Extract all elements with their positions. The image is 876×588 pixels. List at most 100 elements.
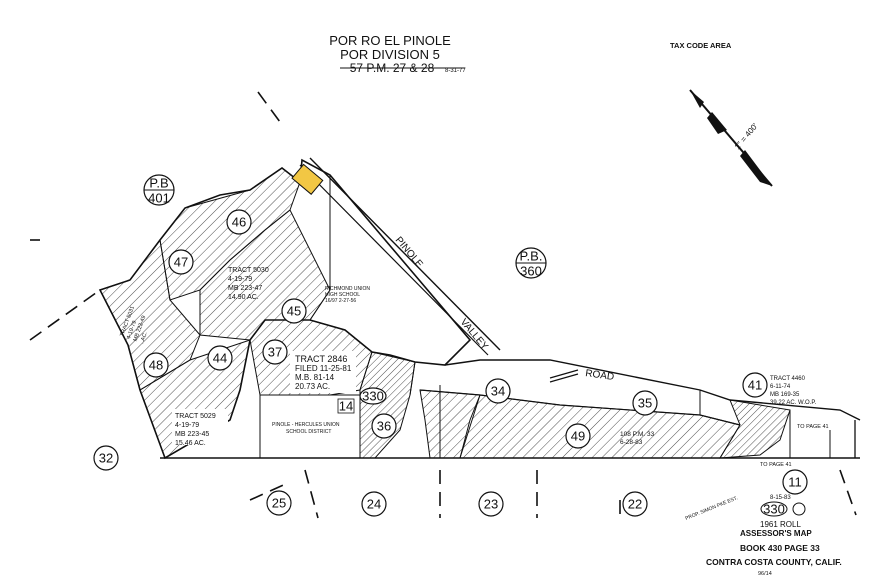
- svg-text:24: 24: [367, 497, 381, 512]
- svg-text:49: 49: [571, 429, 585, 444]
- highlighted-parcel: [291, 163, 324, 195]
- north-arrow-icon: 1" = 400': [689, 89, 773, 187]
- svg-text:15.46 AC.: 15.46 AC.: [175, 440, 206, 447]
- svg-text:MB 223-45: MB 223-45: [175, 431, 209, 438]
- road-label-road: ROAD: [585, 368, 615, 383]
- svg-text:330: 330: [362, 389, 384, 404]
- scale-label: 1" = 400': [733, 121, 760, 151]
- svg-text:TRACT 4460: TRACT 4460: [770, 376, 806, 382]
- road-label-pinole: PINOLE: [393, 235, 425, 270]
- pb-ref-360-l2: 360: [520, 264, 542, 279]
- svg-text:16/97 2-27-56: 16/97 2-27-56: [325, 298, 356, 304]
- road-labels: PINOLE VALLEY ROAD: [393, 235, 615, 383]
- svg-text:34: 34: [491, 384, 505, 399]
- footer-book-no: 330: [763, 502, 785, 517]
- svg-text:TRACT 5029: TRACT 5029: [175, 413, 216, 420]
- footer-date: 8-15-83: [770, 495, 791, 501]
- svg-text:4-19-79: 4-19-79: [228, 276, 252, 283]
- svg-text:PINOLE - HERCULES UNION: PINOLE - HERCULES UNION: [272, 422, 340, 428]
- svg-text:HIGH SCHOOL: HIGH SCHOOL: [325, 292, 360, 298]
- svg-text:4-19-79: 4-19-79: [175, 422, 199, 429]
- svg-text:RICHMOND UNION: RICHMOND UNION: [325, 286, 370, 292]
- tract-5030-label: TRACT 5030 4-19-79 MB 223-47 14.90 AC.: [228, 267, 269, 301]
- boundary-dashes: [29, 91, 857, 519]
- parcel-45[interactable]: 45: [281, 298, 307, 324]
- parcel-23[interactable]: 23: [478, 491, 504, 517]
- svg-text:39.22 AC. W.O.P.: 39.22 AC. W.O.P.: [770, 400, 817, 406]
- parcel-35[interactable]: 35: [632, 390, 658, 416]
- tax-code-area: TAX CODE AREA: [670, 41, 732, 50]
- svg-text:35: 35: [638, 396, 652, 411]
- school-label-richmond: RICHMOND UNION HIGH SCHOOL 16/97 2-27-56: [325, 286, 370, 304]
- parcel-22[interactable]: 22: [622, 491, 648, 517]
- map-footer: 8-15-83 330 1961 ROLL ASSESSOR'S MAP BOO…: [706, 495, 842, 577]
- svg-text:46: 46: [232, 215, 246, 230]
- parcel-41[interactable]: 41: [742, 372, 768, 398]
- svg-text:41: 41: [748, 378, 762, 393]
- parcel-11[interactable]: 11: [782, 469, 808, 495]
- book-330-marker: 330: [359, 387, 387, 405]
- parcel-numbers: 46 47 45 44 48 37 34 35 36 49 41 32 25 2…: [93, 209, 808, 517]
- parcel-46[interactable]: 46: [226, 209, 252, 235]
- svg-text:37: 37: [268, 345, 282, 360]
- svg-text:25: 25: [272, 496, 286, 511]
- tract-5029-label: TRACT 5029 4-19-79 MB 223-45 15.46 AC.: [172, 409, 228, 447]
- svg-text:6-28-83: 6-28-83: [620, 439, 643, 446]
- parcel-34[interactable]: 34: [485, 378, 511, 404]
- header-line1: POR RO EL PINOLE: [329, 33, 451, 48]
- footer-code: 96/14: [758, 571, 772, 577]
- footer-book: BOOK 430 PAGE 33: [740, 543, 820, 553]
- footer-county: CONTRA COSTA COUNTY, CALIF.: [706, 557, 842, 567]
- header-line3-date: 8-31-77: [445, 68, 466, 74]
- parcel-32[interactable]: 32: [93, 445, 119, 471]
- svg-text:SCHOOL DISTRICT: SCHOOL DISTRICT: [286, 429, 331, 435]
- interior-lines: [259, 175, 831, 458]
- tract-4460-label: TRACT 4460 6-11-74 MB 169-35 39.22 AC. W…: [770, 376, 817, 406]
- svg-text:14: 14: [339, 399, 353, 414]
- hatched-parcels: [99, 163, 791, 459]
- svg-text:23: 23: [484, 497, 498, 512]
- svg-text:TRACT 2846: TRACT 2846: [295, 354, 347, 364]
- parcel-48[interactable]: 48: [143, 352, 169, 378]
- parcel-49[interactable]: 49: [565, 423, 591, 449]
- svg-text:45: 45: [287, 304, 301, 319]
- parcel-25[interactable]: 25: [266, 490, 292, 516]
- pm-108-label: 108 P.M. 33 6-28-83: [620, 431, 655, 446]
- parcel-24[interactable]: 24: [361, 491, 387, 517]
- svg-text:14.90 AC.: 14.90 AC.: [228, 294, 259, 301]
- svg-text:MB 223-47: MB 223-47: [228, 285, 262, 292]
- parcel-37[interactable]: 37: [262, 339, 288, 365]
- header-line2: POR DIVISION 5: [340, 47, 440, 62]
- pb-ref-360-l1: P.B.: [520, 249, 543, 264]
- prop-line-label: PROP. SIMON PKE EST.: [685, 495, 739, 522]
- to-page-41-a: TO PAGE 41: [797, 424, 829, 430]
- parcel-44[interactable]: 44: [207, 345, 233, 371]
- pb-ref-360: P.B. 360: [515, 247, 547, 279]
- svg-text:..AC.: ..AC.: [139, 331, 149, 345]
- map-header: POR RO EL PINOLE POR DIVISION 5 57 P.M. …: [329, 33, 732, 75]
- svg-text:MB 169-35: MB 169-35: [770, 392, 800, 398]
- svg-text:47: 47: [174, 255, 188, 270]
- svg-text:36: 36: [377, 419, 391, 434]
- svg-text:6-11-74: 6-11-74: [770, 384, 791, 390]
- pb-ref-401-l2: 401: [148, 191, 170, 206]
- svg-text:44: 44: [213, 351, 227, 366]
- svg-text:48: 48: [149, 358, 163, 373]
- svg-text:FILED 11-25-81: FILED 11-25-81: [295, 364, 352, 373]
- parcel-36[interactable]: 36: [371, 413, 397, 439]
- svg-text:22: 22: [628, 497, 642, 512]
- svg-text:108 P.M. 33: 108 P.M. 33: [620, 431, 655, 438]
- footer-title: ASSESSOR'S MAP: [740, 529, 812, 538]
- svg-text:M.B. 81-14: M.B. 81-14: [295, 373, 335, 382]
- to-page-41-b: TO PAGE 41: [760, 462, 792, 468]
- parcel-47[interactable]: 47: [168, 249, 194, 275]
- parcel-14-box: 14: [337, 399, 355, 414]
- footer-roll: 1961 ROLL: [760, 520, 801, 529]
- svg-text:32: 32: [99, 451, 113, 466]
- tract-2846-label: TRACT 2846 FILED 11-25-81 M.B. 81-14 20.…: [290, 351, 356, 393]
- svg-text:TRACT 5030: TRACT 5030: [228, 267, 269, 274]
- svg-text:11: 11: [788, 475, 802, 490]
- pb-ref-401: P.B 401: [143, 174, 175, 206]
- svg-text:20.73 AC.: 20.73 AC.: [295, 382, 330, 391]
